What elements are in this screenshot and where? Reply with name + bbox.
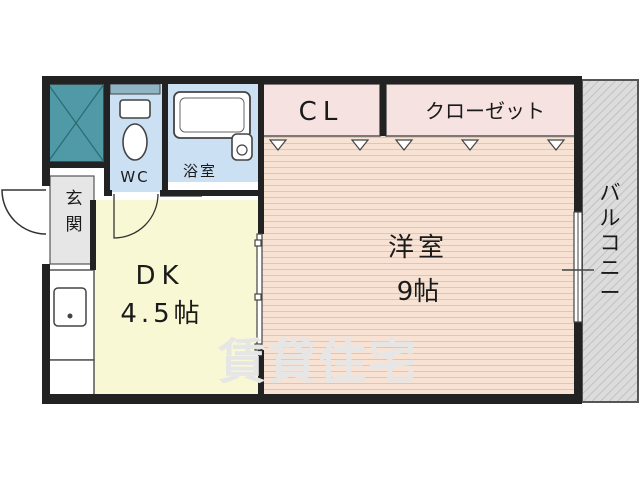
western-room-floor [262, 136, 576, 402]
outer-walls [42, 76, 582, 404]
entrance-area [49, 175, 95, 265]
toilet-tank-icon [119, 99, 151, 119]
balcony-label: バルコニー [600, 181, 621, 305]
window-hatch [109, 83, 161, 95]
entrance-label: 玄関 [66, 189, 83, 235]
western-room-label: 洋室 [388, 233, 448, 263]
storage-tile-cross [47, 83, 105, 163]
wc-door-swing [113, 193, 159, 239]
faucet-icon [67, 313, 73, 319]
wc-label: WC [120, 168, 149, 186]
dk-floor [94, 200, 258, 402]
sliding-window [562, 211, 594, 323]
bath-faucet-icon [231, 133, 253, 161]
cl-label: CL [299, 97, 344, 127]
entrance-door-swing [1, 189, 47, 235]
svg-text:バルコニー: バルコニー [600, 181, 621, 305]
svg-text:玄関: 玄関 [66, 189, 83, 235]
closet-door-marks [268, 139, 566, 151]
western-room-size: 9帖 [397, 277, 440, 307]
balcony-area [581, 79, 639, 403]
sliding-partition [254, 233, 263, 351]
closet-label: クローゼット [425, 99, 545, 123]
toilet-bowl-icon [122, 123, 148, 161]
dk-label: DK [135, 261, 184, 291]
sink-icon [53, 287, 87, 327]
walk-closet [385, 83, 577, 137]
bath-drain-icon [236, 144, 248, 156]
dk-size: 4.5帖 [120, 299, 203, 329]
watermark: 賃貸住宅 [217, 334, 418, 390]
bathtub-inner [179, 97, 245, 133]
bath-label: 浴室 [183, 162, 217, 180]
